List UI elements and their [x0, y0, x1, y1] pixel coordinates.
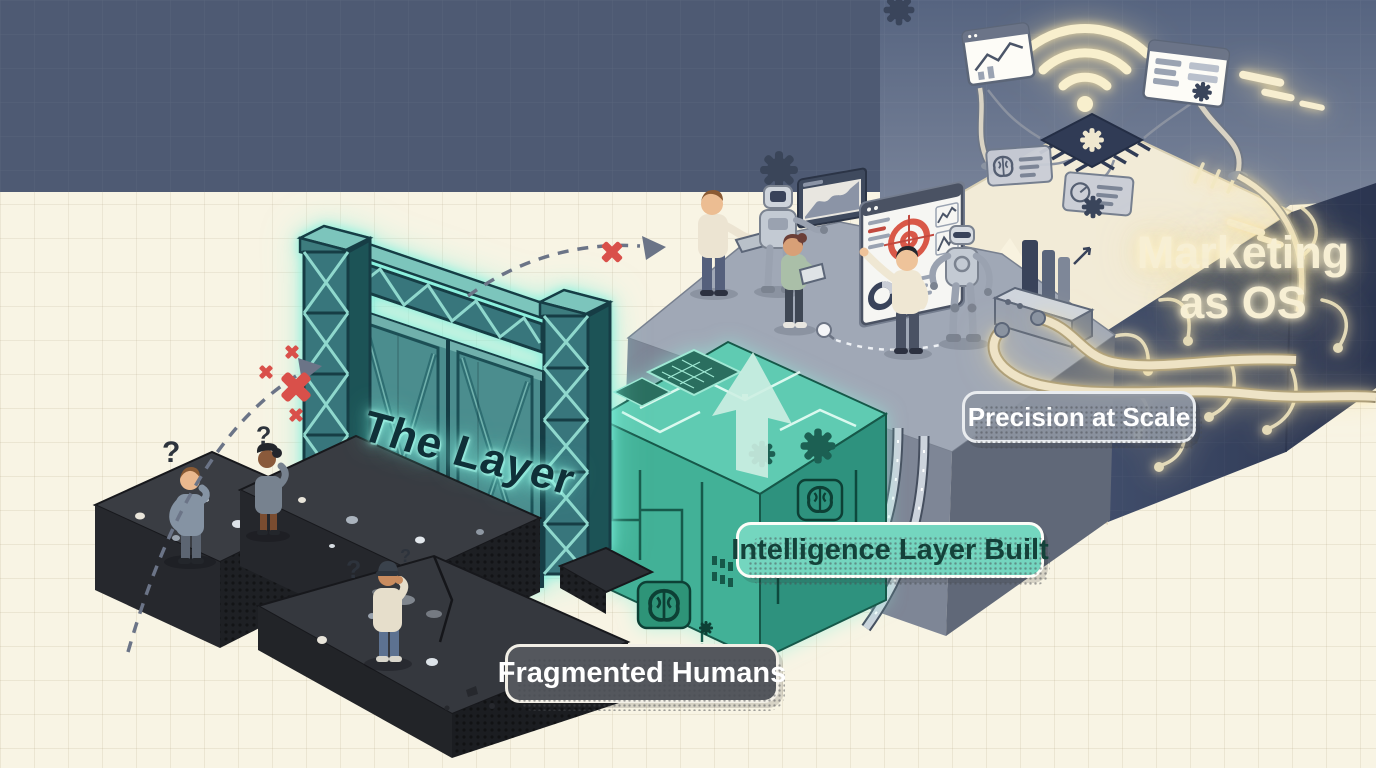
brain-card: [796, 478, 844, 522]
debris: [466, 686, 478, 697]
question-mark: ?: [346, 556, 361, 584]
question-mark: ?: [256, 422, 271, 450]
glow-dashes: [1226, 70, 1325, 248]
line-chart-icon: [974, 41, 1024, 72]
gear-icon: [1081, 195, 1105, 219]
confused-human-2: ?: [246, 422, 290, 542]
gear-icon: [699, 621, 713, 635]
label-intelligence-layer-built: Intelligence Layer Built: [731, 522, 1050, 586]
browser-card-chart: [961, 22, 1036, 87]
arrowhead-icon: [642, 236, 666, 260]
gauge-icon: [1070, 182, 1091, 203]
dashed-path-bypass: [466, 236, 666, 298]
area-chart-icon: [805, 181, 859, 219]
confused-human-3: ? ?: [346, 546, 412, 671]
up-arrow-icon: [712, 352, 792, 478]
ivory-platform-devices: [883, 0, 1325, 314]
magnifier-icon: [816, 322, 941, 351]
gear-icon: [760, 151, 798, 189]
marketing-os-line2: as OS: [1179, 276, 1307, 328]
marketing-os-title: Marketing as OS: [1118, 228, 1368, 327]
confused-human-1: ?: [162, 436, 216, 569]
label-precision-at-scale: Precision at Scale: [962, 391, 1202, 451]
dashed-path-blocked: [126, 345, 322, 653]
blocked-x-icon: [601, 241, 623, 263]
human-with-tablet: [774, 233, 827, 336]
question-mark: ?: [162, 436, 180, 469]
human-with-laptop: [690, 190, 774, 300]
brain-card: [636, 580, 692, 630]
question-mark: ?: [400, 546, 411, 566]
humanoid-robot: [929, 225, 993, 350]
blocked-x-icon: [259, 345, 311, 422]
pointing-human: [859, 246, 932, 360]
wifi-icon: [1018, 23, 1152, 112]
growth-arrow-icon: [1073, 246, 1092, 265]
label-fragmented-humans: Fragmented Humans: [498, 644, 786, 711]
analytics-screen: [797, 167, 867, 229]
marketing-os-line1: Marketing: [1136, 227, 1350, 278]
tablet-icon: [798, 262, 827, 286]
info-card-brain: [985, 144, 1054, 187]
gear-icon: [1080, 128, 1104, 152]
gear-icon: [800, 428, 836, 464]
dot-matrix: [712, 556, 733, 587]
chip-icon: [612, 377, 672, 407]
browser-card-settings: [1142, 39, 1231, 108]
chip-icon: [645, 348, 743, 397]
